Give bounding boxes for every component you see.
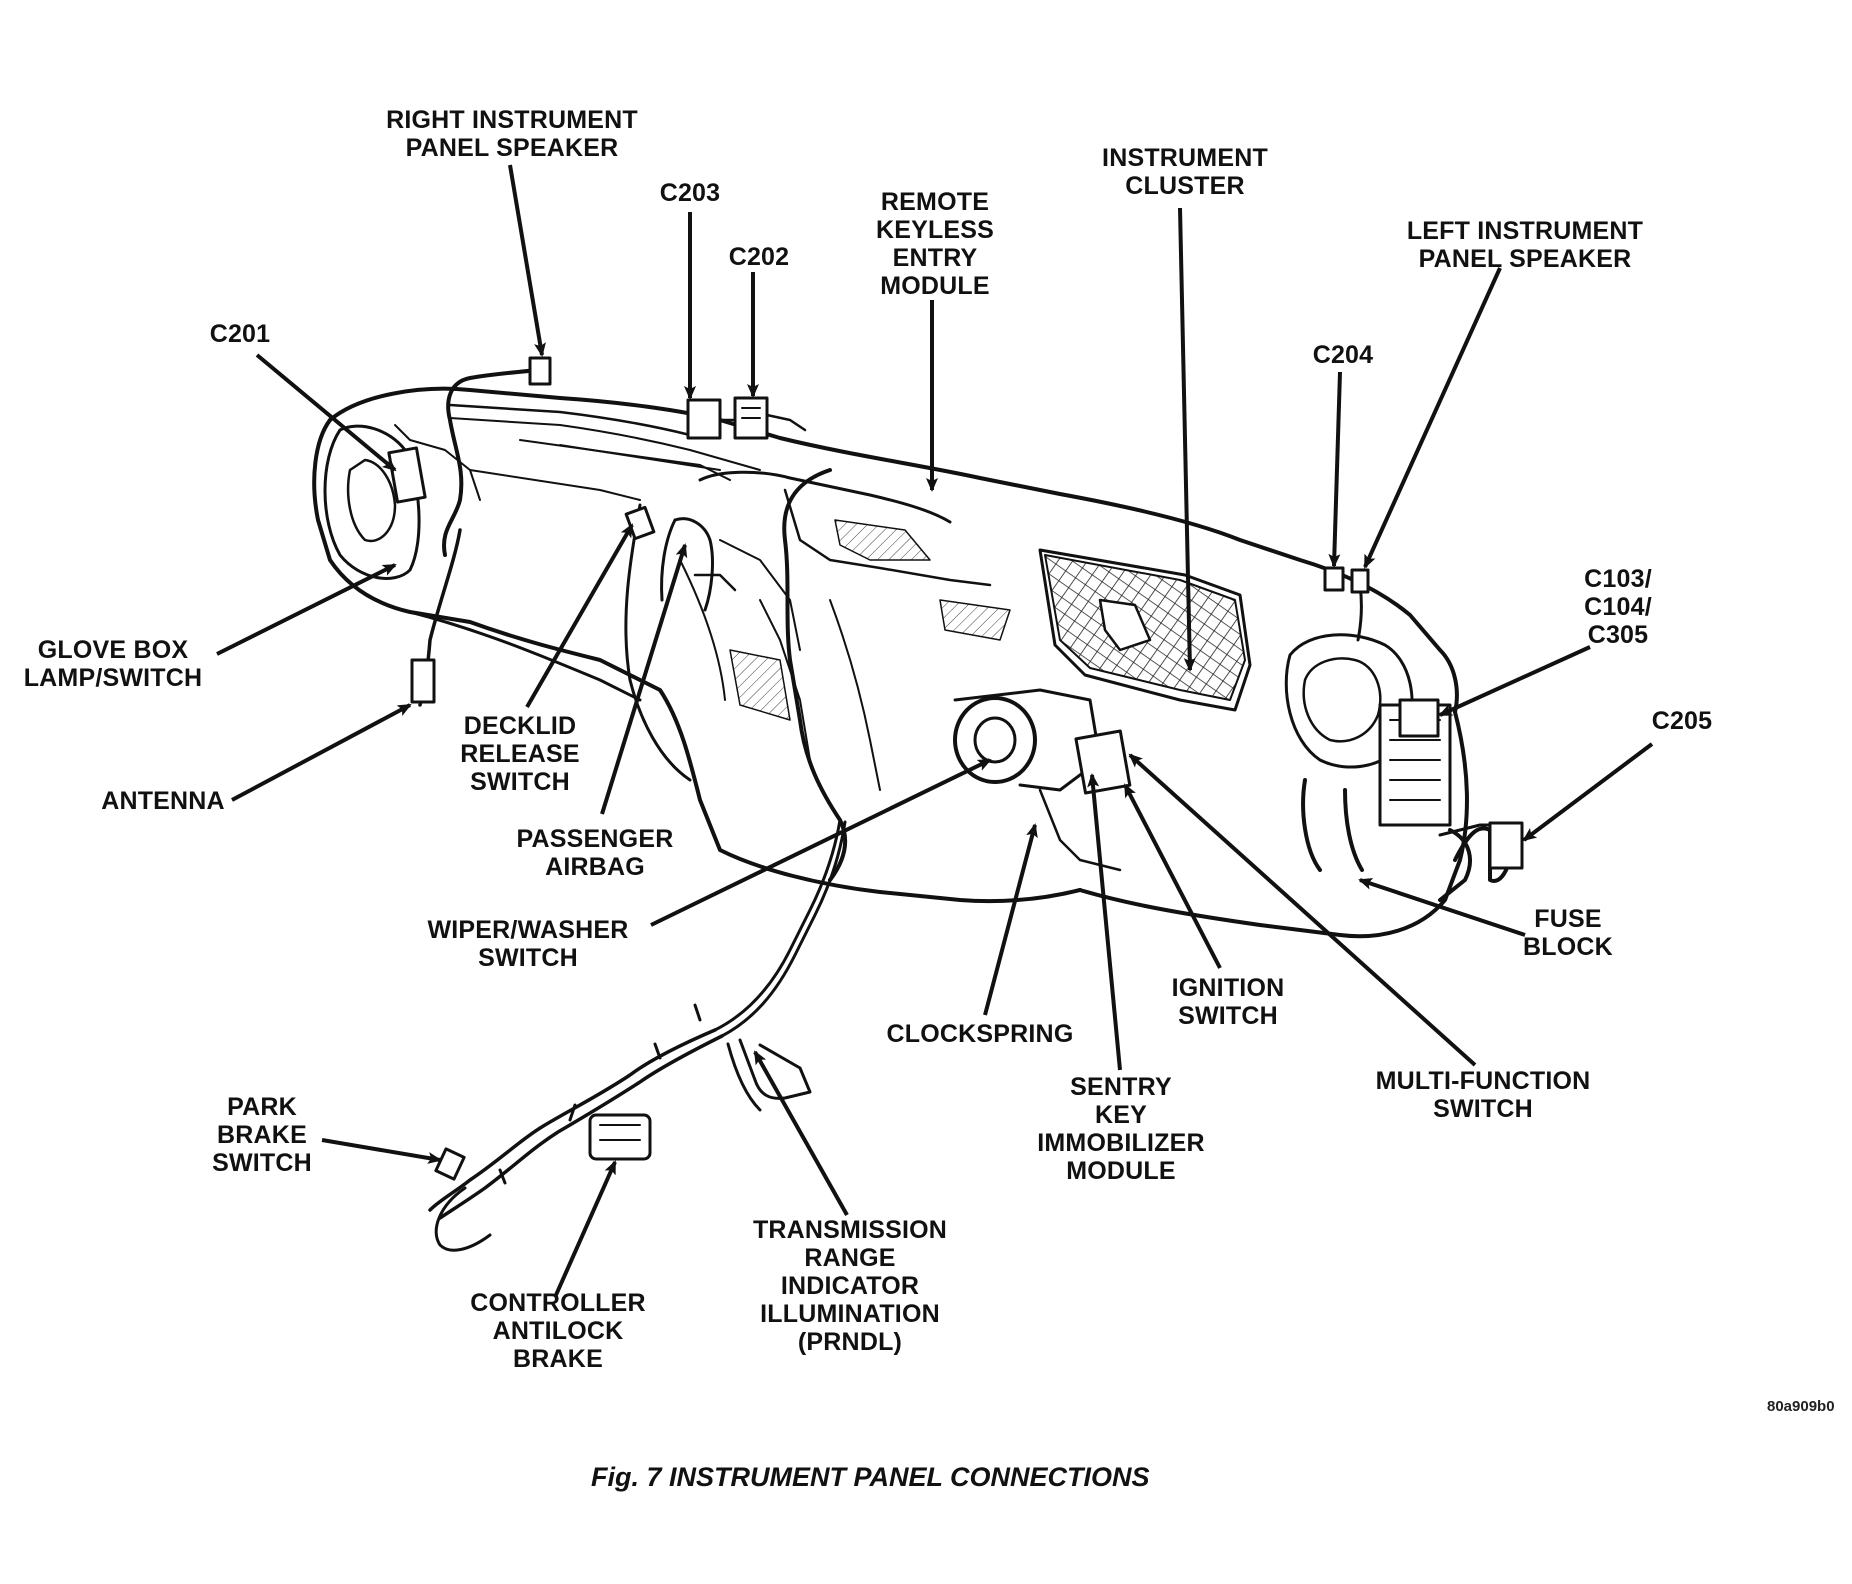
label-ignition-switch: IGNITION SWITCH (1171, 974, 1285, 1030)
connector-c103 (1398, 698, 1440, 738)
dashboard-structure (312, 356, 1524, 1252)
arrow-ignition (1123, 783, 1222, 969)
label-decklid: DECKLID RELEASE SWITCH (460, 712, 580, 796)
arrow-antenna (231, 703, 412, 802)
label-instrument-cluster: INSTRUMENT CLUSTER (1102, 144, 1268, 200)
abs-controller-body (588, 1113, 652, 1161)
clockspring-ring (953, 696, 1037, 784)
label-wiper-washer: WIPER/WASHER SWITCH (427, 916, 629, 972)
prndl-bracket (738, 1038, 812, 1100)
arrow-glove-box (216, 563, 397, 656)
label-clockspring: CLOCKSPRING (886, 1020, 1074, 1048)
dash-top-edge (328, 386, 1459, 714)
label-multi-function: MULTI-FUNCTION SWITCH (1375, 1067, 1591, 1123)
connector-c201 (387, 446, 427, 504)
arrow-controller-antilock (554, 1160, 617, 1296)
figure-caption: Fig. 7 INSTRUMENT PANEL CONNECTIONS (591, 1462, 1150, 1492)
arrow-c204 (1328, 371, 1342, 568)
label-c103-c104-c305: C103/ C104/ C305 (1584, 565, 1652, 649)
label-antenna: ANTENNA (101, 787, 225, 815)
dash-lower-lip (408, 610, 642, 702)
label-c202: C202 (728, 243, 790, 271)
label-sentry-key: SENTRY KEY IMMOBILIZER MODULE (1037, 1073, 1205, 1185)
label-c203: C203 (659, 179, 721, 207)
label-left-speaker: LEFT INSTRUMENT PANEL SPEAKER (1406, 217, 1644, 273)
arrow-wiper-washer (650, 758, 992, 927)
arrow-multi-function (1128, 753, 1477, 1067)
arrow-transmission-range (753, 1050, 849, 1216)
leader-arrows (216, 164, 1654, 1296)
arrow-sentry-key (1087, 773, 1122, 1071)
label-controller-antilock: CONTROLLER ANTILOCK BRAKE (470, 1289, 646, 1373)
label-c205: C205 (1651, 707, 1713, 735)
sentry-key-module-block (1074, 729, 1132, 795)
connector-c203 (686, 398, 722, 440)
label-passenger-airbag: PASSENGER AIRBAG (516, 825, 674, 881)
arrow-fuse-block (1358, 878, 1526, 937)
arrow-left-speaker (1363, 267, 1502, 569)
decklid-switch-body (624, 505, 656, 541)
main-harness (782, 468, 848, 882)
connector-c204 (1323, 566, 1345, 592)
label-park-brake: PARK BRAKE SWITCH (212, 1093, 312, 1177)
arrow-right-speaker (508, 164, 546, 357)
label-c204: C204 (1312, 341, 1374, 369)
arrow-decklid (525, 523, 634, 708)
arrow-park-brake (321, 1138, 442, 1164)
label-glove-box: GLOVE BOX LAMP/SWITCH (23, 636, 203, 692)
lower-harness (428, 1028, 717, 1212)
arrow-instrument-cluster (1178, 207, 1196, 672)
label-right-speaker: RIGHT INSTRUMENT PANEL SPEAKER (386, 106, 638, 162)
label-transmission-range: TRANSMISSION RANGE INDICATOR ILLUMINATIO… (752, 1216, 948, 1356)
arrow-c103 (1438, 645, 1591, 717)
label-rke-module: REMOTE KEYLESS ENTRY MODULE (875, 188, 995, 300)
label-c201: C201 (209, 320, 271, 348)
dash-right-end (1078, 710, 1469, 939)
dash-bottom-edge (312, 418, 1082, 904)
image-reference-code: 80a909b0 (1767, 1398, 1835, 1415)
arrow-passenger-airbag (600, 543, 688, 815)
right-speaker-wire (442, 366, 550, 557)
arrow-clockspring (983, 823, 1038, 1016)
arrow-c205 (1522, 742, 1654, 842)
label-fuse-block: FUSE BLOCK (1523, 905, 1613, 961)
arrow-c201 (255, 353, 397, 472)
park-brake-lead (434, 1186, 492, 1252)
